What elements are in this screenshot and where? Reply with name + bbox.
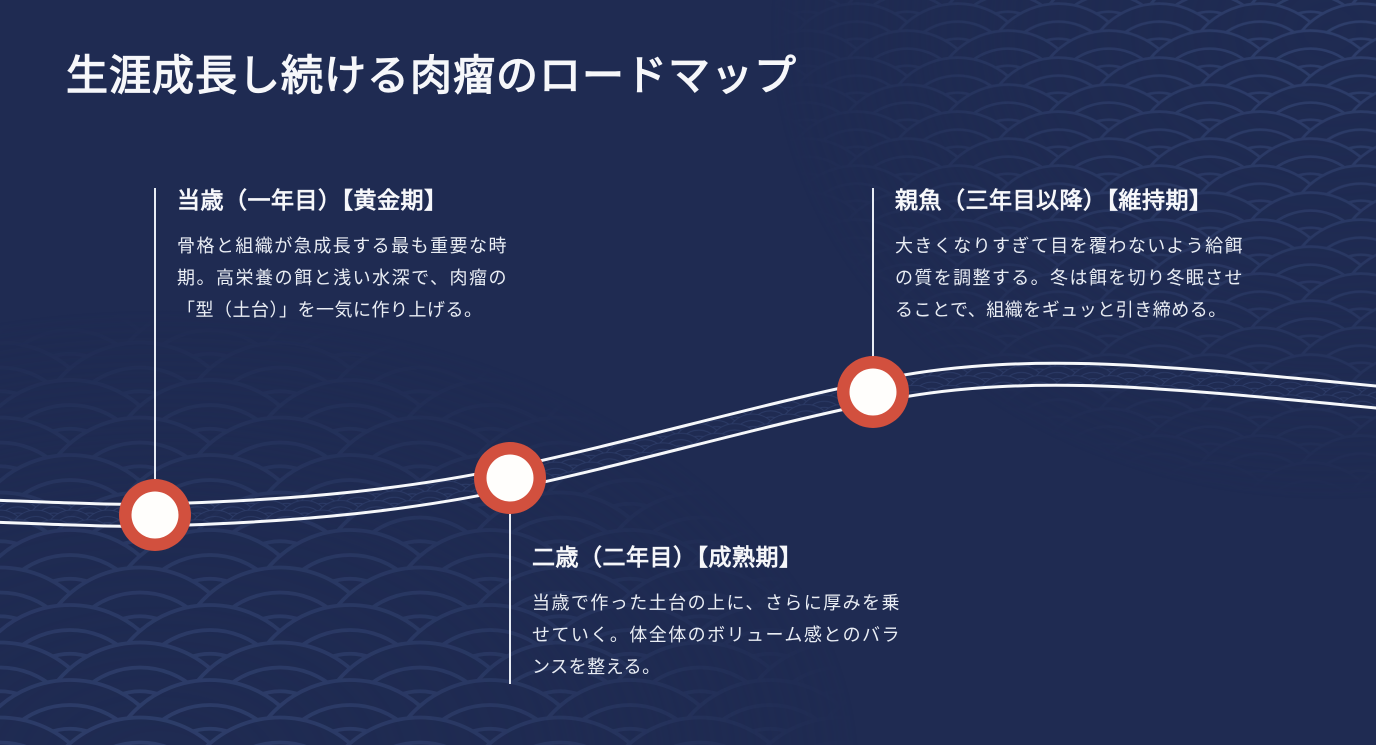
milestone-3-oyauo: 親魚（三年目以降）【維持期】 大きくなりすぎて目を覆わないよう給餌の質を調整する… [895,186,1243,326]
milestone-2-nisai: 二歳（二年目）【成熟期】 当歳で作った土台の上に、さらに厚みを乗せていく。体全体… [532,543,900,683]
milestone-3-heading: 親魚（三年目以降）【維持期】 [895,188,1213,213]
node-core [131,491,179,539]
milestone-1-tosai: 当歳（一年目）【黄金期】 骨格と組織が急成長する最も重要な時期。高栄養の餌と浅い… [177,186,507,326]
milestone-1-body: 骨格と組織が急成長する最も重要な時期。高栄養の餌と浅い水深で、肉瘤の「型（土台）… [177,235,507,320]
timeline-node-2 [474,442,546,514]
page-title: 生涯成長し続ける肉瘤のロードマップ [66,54,798,100]
milestone-2-heading: 二歳（二年目）【成熟期】 [532,545,803,570]
node-core [486,454,534,502]
timeline-node-1 [119,479,191,551]
milestone-3-body: 大きくなりすぎて目を覆わないよう給餌の質を調整する。冬は餌を切り冬眠させることで… [895,235,1243,320]
milestone-1-heading: 当歳（一年目）【黄金期】 [177,188,448,213]
milestone-2-body: 当歳で作った土台の上に、さらに厚みを乗せていく。体全体のボリューム感とのバランス… [532,592,900,677]
node-core [849,368,897,416]
timeline-node-3 [837,356,909,428]
